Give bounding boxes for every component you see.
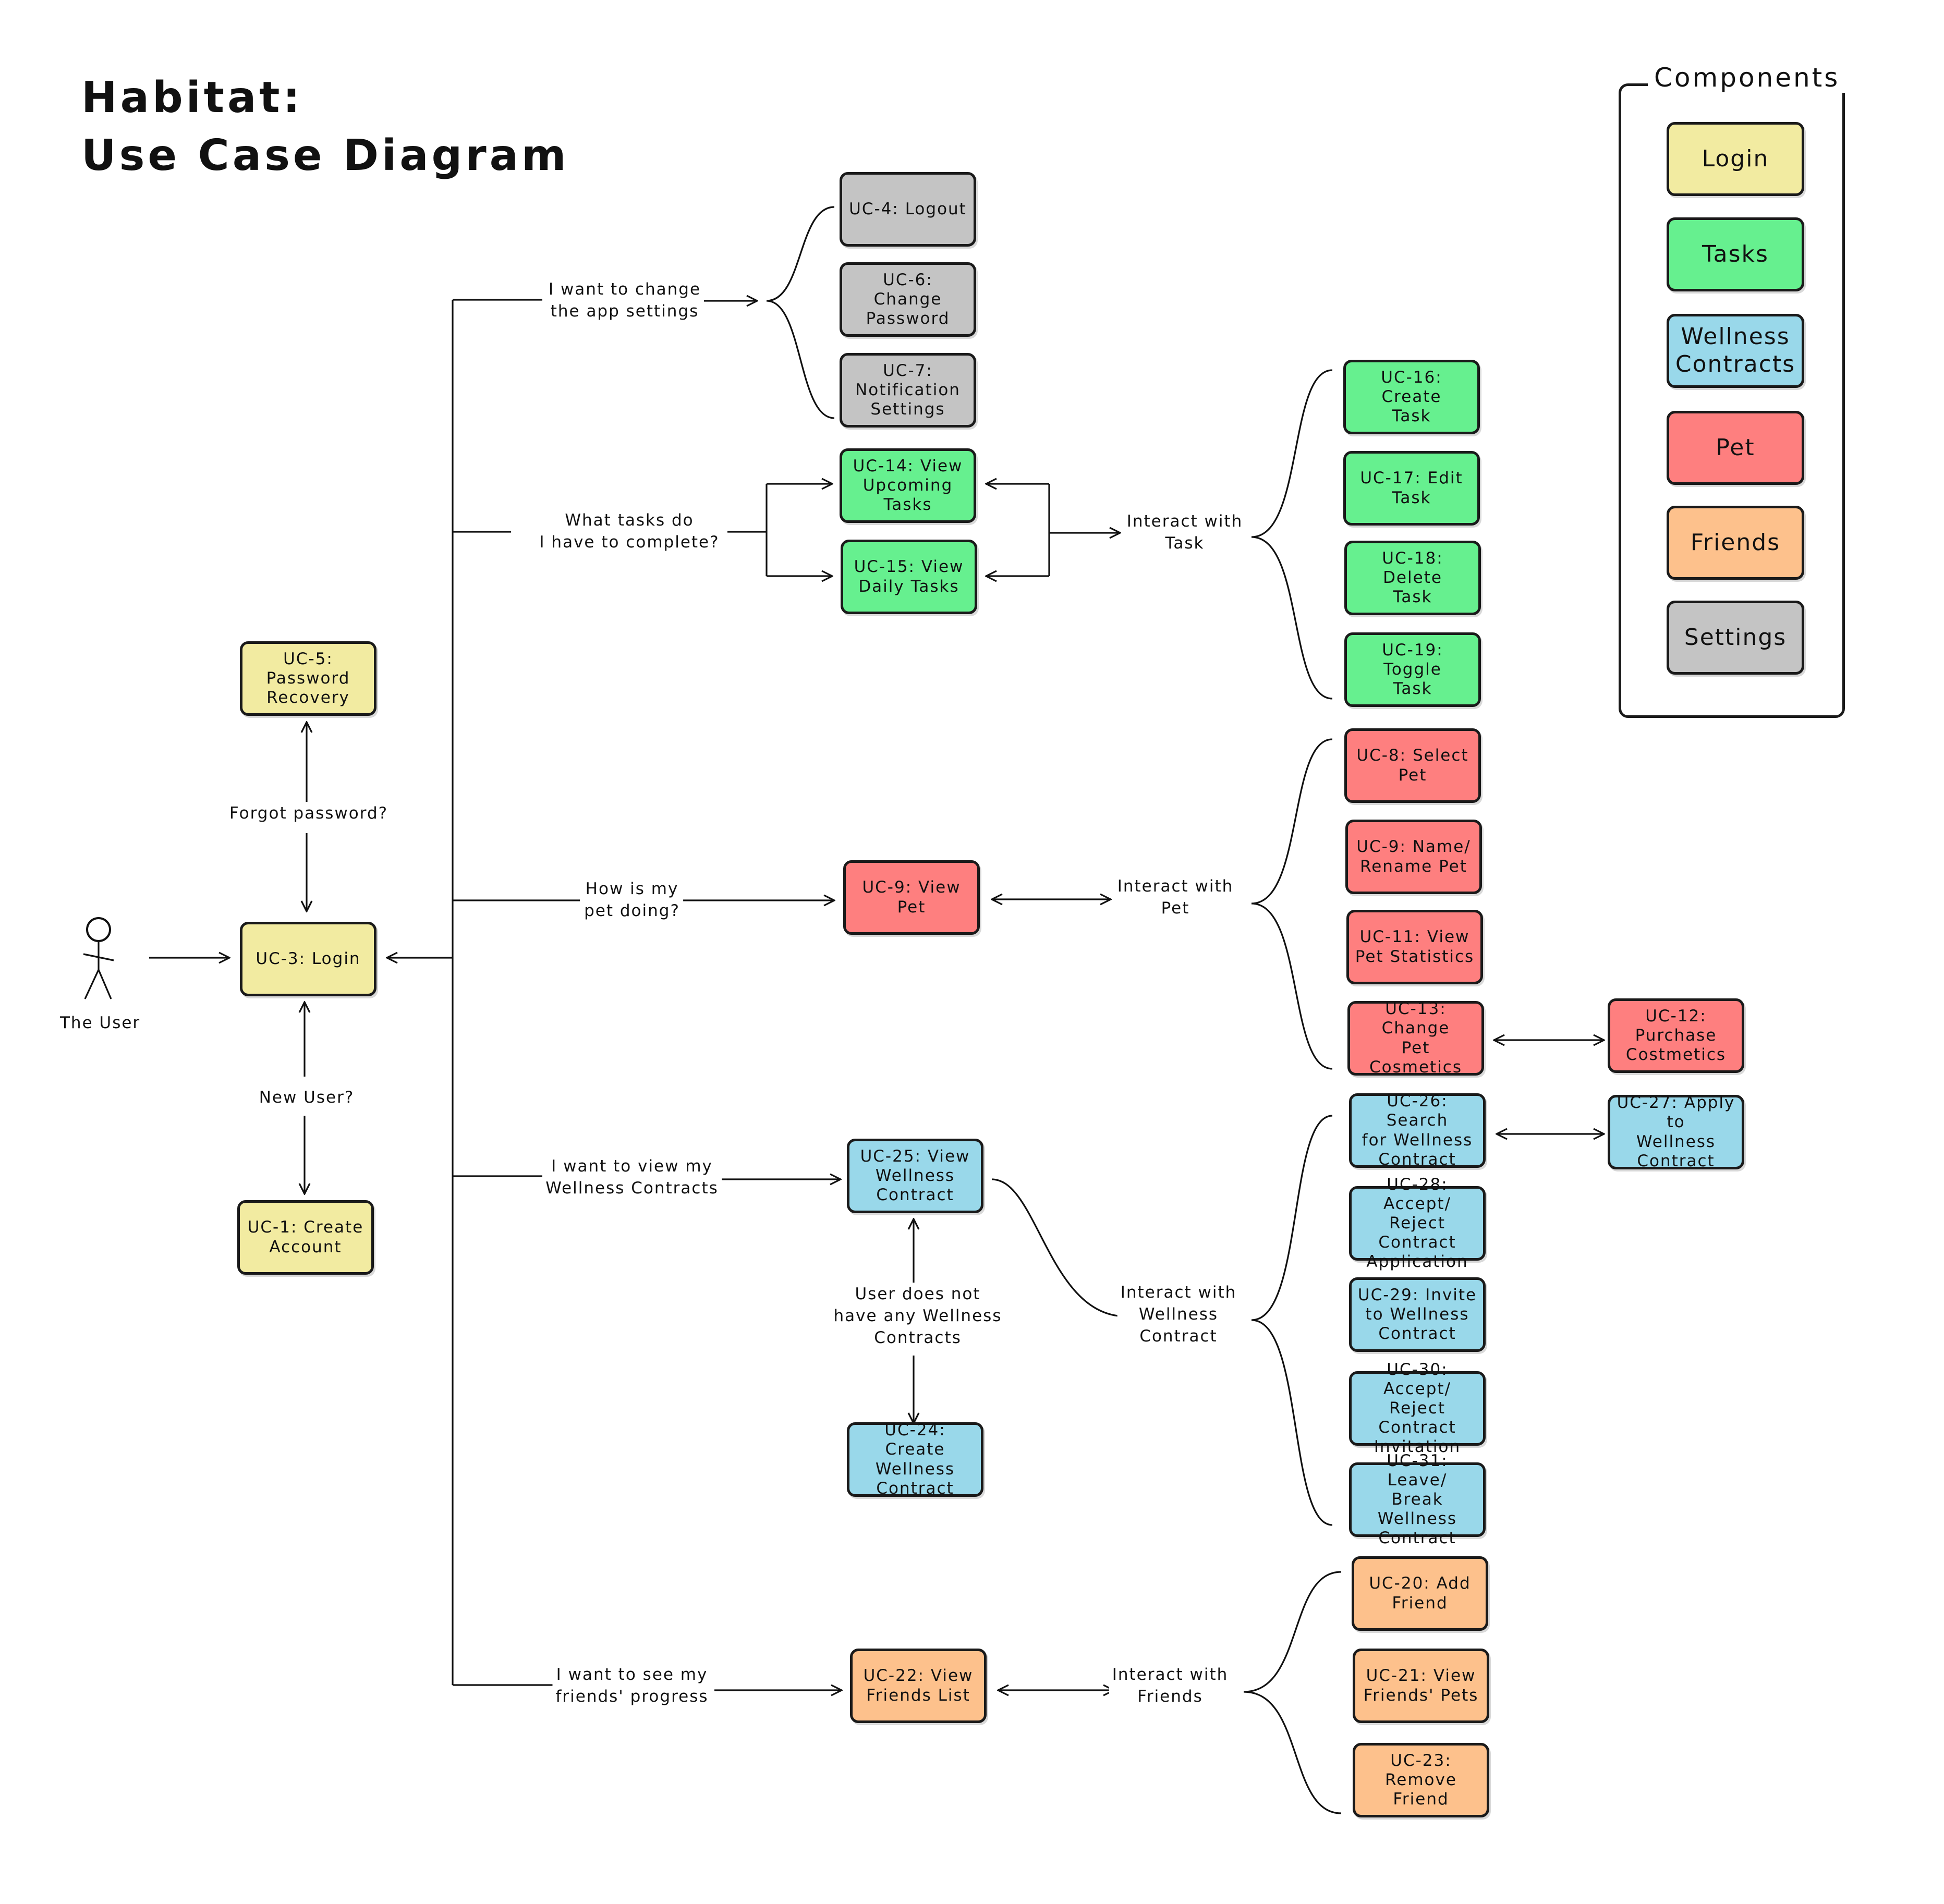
uc20-add-friend: UC-20: Add Friend xyxy=(1352,1556,1488,1631)
uc6-change-password: UC-6: Change Password xyxy=(840,262,976,337)
legend-login: Login xyxy=(1667,122,1804,196)
legend-settings: Settings xyxy=(1667,601,1804,675)
label-interact-wellness: Interact with Wellness Contract xyxy=(1117,1281,1240,1349)
actor-label: The User xyxy=(60,1014,141,1032)
uc7-notification-settings: UC-7: Notification Settings xyxy=(840,353,976,428)
label-wellness-question: I want to view my Wellness Contracts xyxy=(542,1155,722,1201)
legend-friends: Friends xyxy=(1667,506,1804,580)
uc29-invite-wellness-contract: UC-29: Invite to Wellness Contract xyxy=(1349,1277,1486,1352)
uc21-view-friends-pets: UC-21: View Friends' Pets xyxy=(1353,1649,1489,1723)
label-no-contracts: User does not have any Wellness Contract… xyxy=(830,1283,1005,1350)
legend-wellness-contracts: Wellness Contracts xyxy=(1667,314,1804,388)
wellness-brace xyxy=(1251,1115,1333,1526)
uc5-password-recovery: UC-5: Password Recovery xyxy=(240,641,376,716)
uc19-toggle-task: UC-19: Toggle Task xyxy=(1344,632,1481,707)
uc25-view-wellness-contract: UC-25: View Wellness Contract xyxy=(847,1139,983,1213)
label-interact-task: Interact with Task xyxy=(1123,510,1246,556)
uc8-select-pet: UC-8: Select Pet xyxy=(1344,728,1481,803)
uc17-edit-task: UC-17: Edit Task xyxy=(1343,451,1480,526)
uc12-purchase-cosmetics: UC-12: Purchase Costmetics xyxy=(1608,998,1744,1073)
uc23-remove-friend: UC-23: Remove Friend xyxy=(1353,1743,1489,1817)
label-new-user: New User? xyxy=(256,1086,358,1110)
legend-pet: Pet xyxy=(1667,411,1804,485)
uc11-view-pet-statistics: UC-11: View Pet Statistics xyxy=(1346,910,1483,984)
uc30-accept-reject-invitation: UC-30: Accept/ Reject Contract Invitatio… xyxy=(1349,1360,1486,1456)
settings-brace xyxy=(766,206,835,419)
label-forgot-password: Forgot password? xyxy=(226,802,392,826)
uc4-logout: UC-4: Logout xyxy=(840,172,976,247)
diagram-title-line1: Habitat: xyxy=(81,73,303,123)
label-pet-question: How is my pet doing? xyxy=(581,877,683,923)
uc27-apply-wellness-contract: UC-27: Apply to Wellness Contract xyxy=(1608,1093,1744,1170)
uc26-search-wellness-contract: UC-26: Search for Wellness Contract xyxy=(1349,1092,1486,1169)
label-interact-pet: Interact with Pet xyxy=(1114,875,1237,921)
uc31-leave-break-contract: UC-31: Leave/ Break Wellness Contract xyxy=(1349,1451,1486,1547)
uc9-name-rename-pet: UC-9: Name/ Rename Pet xyxy=(1345,820,1482,894)
label-tasks-question: What tasks do I have to complete? xyxy=(536,509,723,555)
uc13-change-pet-cosmetics: UC-13: Change Pet Cosmetics xyxy=(1347,999,1484,1077)
uc18-delete-task: UC-18: Delete Task xyxy=(1344,541,1481,615)
uc15-view-daily-tasks: UC-15: View Daily Tasks xyxy=(841,540,977,614)
uc24-create-wellness-contract: UC-24: Create Wellness Contract xyxy=(847,1421,983,1498)
uc1-create-account: UC-1: Create Account xyxy=(237,1200,374,1275)
uc3-login: UC-3: Login xyxy=(240,922,376,996)
uc22-view-friends-list: UC-22: View Friends List xyxy=(850,1649,987,1723)
label-settings-question: I want to change the app settings xyxy=(545,278,704,324)
uc28-accept-reject-application: UC-28: Accept/ Reject Contract Applicati… xyxy=(1349,1175,1486,1271)
diagram-title-line2: Use Case Diagram xyxy=(81,131,569,180)
label-friends-question: I want to see my friends' progress xyxy=(552,1663,712,1709)
uc9-view-pet: UC-9: View Pet xyxy=(843,860,980,935)
legend-title: Components xyxy=(1648,63,1846,93)
uc14-view-upcoming-tasks: UC-14: View Upcoming Tasks xyxy=(840,448,976,523)
label-interact-friends: Interact with Friends xyxy=(1109,1663,1232,1709)
uc16-create-task: UC-16: Create Task xyxy=(1343,360,1480,434)
task-brace xyxy=(1251,369,1333,700)
actor-figure xyxy=(83,917,114,999)
friends-brace xyxy=(1243,1571,1342,1814)
components-legend: Login Tasks Wellness Contracts Pet Frien… xyxy=(1619,83,1845,718)
pet-brace xyxy=(1251,738,1333,1070)
legend-tasks: Tasks xyxy=(1667,217,1804,291)
